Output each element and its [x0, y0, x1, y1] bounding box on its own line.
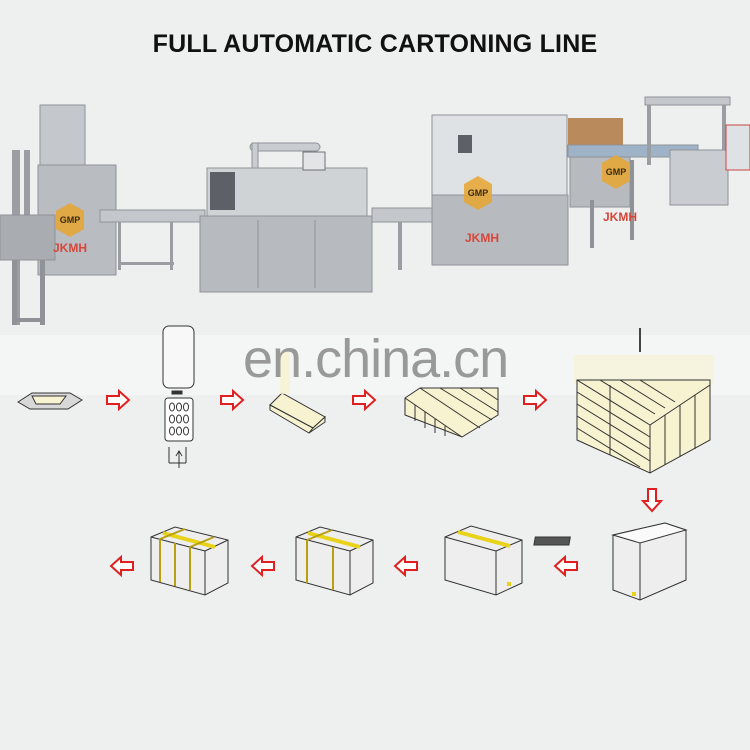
svg-text:GMP: GMP: [60, 215, 81, 225]
brand-label: JKMH: [53, 241, 87, 255]
case-conveyor: [567, 118, 699, 248]
svg-text:GMP: GMP: [606, 167, 627, 177]
brand-label: JKMH: [603, 210, 637, 224]
arrow-down-icon: [640, 488, 664, 513]
blister-leaflet-icon: [162, 325, 195, 468]
strapped-case-icon: [295, 526, 374, 596]
brand-label: JKMH: [465, 231, 499, 245]
carton-bundle-icon: [404, 387, 499, 438]
arrow-right-icon: [220, 388, 245, 412]
arrow-right-icon: [106, 388, 131, 412]
carton-icon: [269, 352, 326, 434]
page-title: FULL AUTOMATIC CARTONING LINE: [152, 30, 598, 58]
watermark: en.china.cn: [243, 329, 509, 389]
infeed-conveyor: [99, 209, 206, 270]
arrow-right-icon: [352, 388, 377, 412]
arrow-right-icon: [523, 388, 548, 412]
case-packer: [644, 96, 750, 206]
gmp-logo: GMP: [56, 203, 84, 237]
double-strapped-case-icon: [150, 526, 229, 596]
gmp-logo: GMP: [464, 176, 492, 210]
arrow-left-icon: [393, 554, 418, 578]
overwrapping-machine: [431, 114, 569, 266]
gmp-logo: GMP: [602, 155, 630, 189]
cartoning-machine: [199, 142, 373, 293]
arrow-left-icon: [109, 554, 134, 578]
arrow-left-icon: [250, 554, 275, 578]
pillow-pack-icon: [17, 392, 83, 410]
arrow-left-icon: [553, 554, 578, 578]
transfer-conveyor: [371, 207, 433, 270]
stacked-bundles-icon: [574, 328, 714, 474]
sealed-case-icon: [444, 525, 523, 596]
open-case-icon: [533, 522, 688, 601]
svg-text:GMP: GMP: [468, 188, 489, 198]
